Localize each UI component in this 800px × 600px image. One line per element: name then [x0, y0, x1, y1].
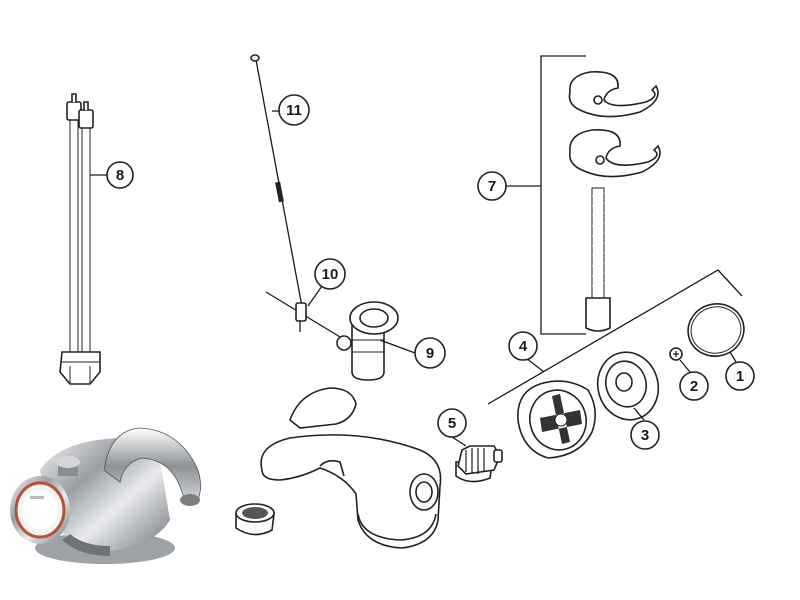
callout-4: 4 [508, 331, 538, 361]
pop-up-rod-part [250, 54, 304, 313]
callout-2: 2 [679, 371, 709, 401]
aerator-part [235, 503, 275, 536]
callout-10: 10 [314, 258, 346, 290]
callout-label: 7 [488, 178, 496, 195]
leader-line-4 [525, 357, 545, 373]
handle-part [517, 380, 596, 459]
fixing-bracket-part [568, 71, 661, 332]
leader-line-9 [379, 339, 416, 354]
callout-1: 1 [725, 361, 755, 391]
leader-line-5 [451, 436, 467, 447]
leader-line-3 [633, 407, 645, 421]
flexible-hoses-part [59, 93, 101, 385]
tap-body-part [260, 387, 442, 549]
handle-group-line [487, 269, 743, 405]
callout-9: 9 [414, 337, 446, 369]
callout-5: 5 [437, 408, 467, 438]
callout-8: 8 [106, 161, 134, 189]
callout-7: 7 [477, 171, 507, 201]
leader-line-10 [307, 285, 323, 307]
callout-label: 5 [448, 415, 456, 432]
bracket-group-line [540, 55, 586, 335]
leader-line-2 [679, 359, 691, 373]
callout-label: 11 [286, 102, 302, 119]
callout-label: 3 [641, 427, 649, 444]
screw-part [669, 347, 683, 361]
callout-label: 10 [322, 266, 339, 283]
cartridge-part [455, 445, 503, 483]
callout-label: 8 [116, 167, 124, 184]
callout-label: 2 [690, 378, 698, 395]
pop-up-linkage-part [265, 291, 346, 341]
callout-label: 1 [736, 368, 744, 385]
waste-part [336, 301, 399, 381]
callout-label: 4 [519, 338, 528, 355]
callout-label: 9 [426, 345, 434, 362]
callout-3: 3 [630, 420, 660, 450]
chrome-mixer-tap-icon [10, 427, 201, 564]
callout-11: 11 [278, 94, 310, 126]
handle-insert-part [596, 351, 660, 421]
leader-line-1 [729, 351, 737, 363]
